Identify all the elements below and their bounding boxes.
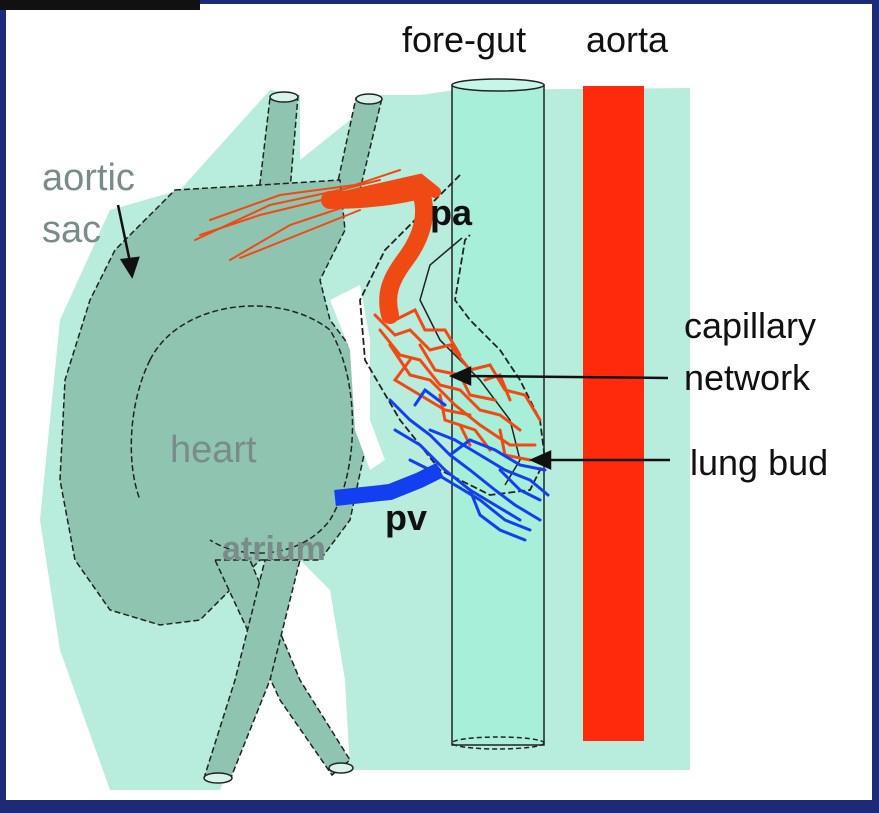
- aortic-sac-label-line2: sac: [42, 209, 101, 251]
- pa-label: pa: [430, 192, 473, 233]
- top-left-fragment: [0, 0, 200, 10]
- lung-bud-label: lung bud: [690, 442, 828, 483]
- pv-label: pv: [385, 497, 427, 538]
- aorta-label: aorta: [586, 19, 669, 60]
- atrium-label: atrium: [222, 530, 326, 568]
- aortic-sac-label-line1: aortic: [42, 157, 135, 199]
- foregut-label: fore-gut: [402, 19, 526, 60]
- aorta-bar: [583, 86, 644, 741]
- capillary-label-line2: network: [684, 357, 811, 398]
- capillary-label-line1: capillary: [684, 305, 816, 346]
- heart-label: heart: [170, 429, 257, 471]
